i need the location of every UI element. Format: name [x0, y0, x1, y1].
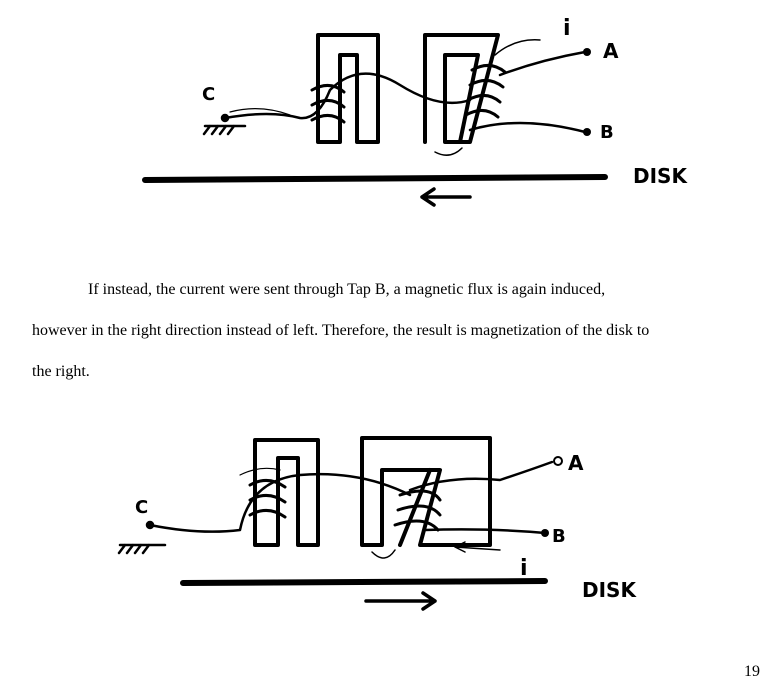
- right-core: [423, 33, 500, 144]
- left-core: [316, 33, 380, 144]
- ground-label: C: [202, 84, 215, 105]
- disk-label: DISK: [633, 164, 688, 188]
- tap-b-label: B: [600, 122, 614, 143]
- right-coil: [464, 64, 507, 119]
- tap-a-label: A: [603, 39, 619, 63]
- arrow-left-icon: [420, 187, 472, 207]
- tap-b-label-2: B: [552, 526, 566, 547]
- current-label: i: [563, 16, 571, 41]
- ground-symbol: [202, 113, 247, 136]
- arrow-right-icon: [364, 591, 437, 611]
- ground-symbol-2: [117, 520, 167, 555]
- wires-2: [148, 460, 554, 559]
- tap-b-terminal-2: [541, 529, 549, 537]
- tap-b-terminal: [583, 128, 591, 136]
- page-number: 19: [744, 663, 760, 680]
- tap-a-terminal: [583, 48, 591, 56]
- paragraph-line-1: If instead, the current were sent throug…: [88, 281, 606, 298]
- disk-label-2: DISK: [582, 578, 637, 602]
- left-core-2: [253, 438, 320, 547]
- wires: [223, 39, 587, 156]
- paragraph-line-3: the right.: [32, 363, 90, 380]
- disk-line: [142, 174, 608, 183]
- disk-line-2: [180, 578, 548, 586]
- tap-a-label-2: A: [568, 451, 584, 475]
- current-label-2: i: [520, 556, 528, 581]
- ground-label-2: C: [135, 497, 148, 518]
- paragraph-line-2: however in the right direction instead o…: [32, 322, 650, 339]
- left-coil: [310, 84, 346, 124]
- tap-a-terminal-2: [553, 456, 563, 466]
